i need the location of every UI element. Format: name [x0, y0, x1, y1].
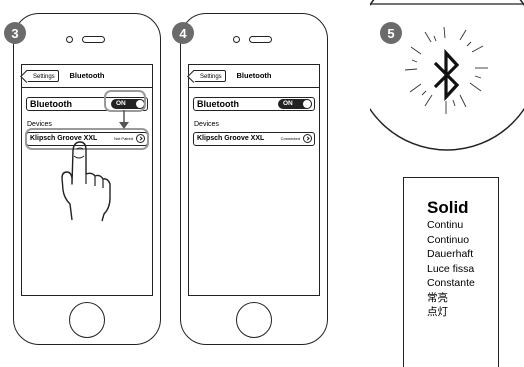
nav-bar: Settings Bluetooth — [189, 65, 319, 88]
toggle-knob — [302, 99, 312, 109]
speaker-grille — [82, 36, 105, 43]
toggle-highlight — [104, 90, 146, 112]
legend-item-it: Luce fissa — [427, 262, 498, 277]
legend-box: Solid Continu Continuo Dauerhaft Luce fi… — [403, 177, 499, 367]
home-button[interactable] — [236, 302, 272, 338]
device-status: Connected — [281, 133, 300, 145]
speaker-grille — [249, 36, 272, 43]
devices-label: Devices — [194, 120, 219, 129]
bluetooth-label: Bluetooth — [197, 98, 239, 110]
legend-title: Solid — [427, 198, 498, 218]
step-3-badge: 3 — [4, 22, 26, 44]
toggle-label: ON — [283, 99, 293, 109]
legend-item-de: Dauerhaft — [427, 247, 498, 262]
info-icon[interactable] — [303, 134, 312, 143]
nav-title: Bluetooth — [189, 70, 319, 82]
nav-bar: Settings Bluetooth — [22, 65, 152, 88]
phone-screen: Settings Bluetooth Bluetooth ON Devices … — [188, 64, 320, 296]
step-4-badge: 4 — [172, 22, 194, 44]
phone-step-4: Settings Bluetooth Bluetooth ON Devices … — [180, 13, 328, 345]
legend-item-ja: 点灯 — [427, 305, 498, 320]
front-camera — [233, 36, 240, 43]
front-camera — [66, 36, 73, 43]
device-name: Klipsch Groove XXL — [197, 133, 264, 145]
legend-item-es: Continuo — [427, 233, 498, 248]
bluetooth-label: Bluetooth — [30, 98, 72, 110]
hand-pointer-icon — [50, 136, 120, 222]
bluetooth-row: Bluetooth ON — [193, 97, 315, 111]
down-arrow-icon — [118, 110, 130, 130]
legend-item-pt: Constante — [427, 276, 498, 291]
legend-item-fr: Continu — [427, 218, 498, 233]
device-row[interactable]: Klipsch Groove XXL Connected — [193, 132, 315, 146]
legend-item-zh: 常亮 — [427, 291, 498, 306]
bluetooth-toggle[interactable]: ON — [278, 99, 312, 109]
home-button[interactable] — [69, 302, 105, 338]
step-5-badge: 5 — [380, 22, 402, 44]
nav-title: Bluetooth — [22, 70, 152, 82]
